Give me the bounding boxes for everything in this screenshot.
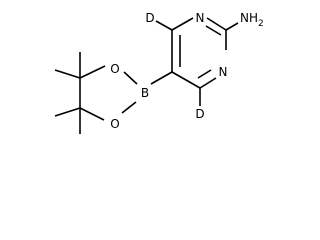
bond-c4-d <box>155 20 173 31</box>
bond-c2-nh2 <box>225 22 239 31</box>
bond-n1-c6 <box>199 77 217 89</box>
bond-o1-c1 <box>79 65 106 79</box>
atom-o-bottom: O <box>110 117 119 131</box>
atom-d-top: D <box>145 11 154 25</box>
atom-n1: N <box>219 65 228 79</box>
atom-o-top: O <box>110 62 119 76</box>
chemical-structure: N N D D B O O NH2 <box>54 11 264 134</box>
bond-c6-c5 <box>171 71 201 89</box>
atom-n3: N <box>196 11 205 25</box>
bond-n1-c6-double <box>197 69 212 79</box>
bond-o2-b <box>121 101 137 114</box>
bond-c5-b <box>150 71 173 85</box>
atom-nh2-main: NH <box>240 11 258 25</box>
atom-nh2-subscript: 2 <box>258 19 264 29</box>
atom-nh2: NH2 <box>240 11 264 29</box>
bond-c2-methyl-left <box>54 107 81 117</box>
bond-n3-c2-double <box>205 25 222 36</box>
bond-c4-n3 <box>171 17 194 31</box>
bond-n3-c2 <box>206 17 227 31</box>
bond-c1-methyl-left <box>54 69 81 79</box>
bond-b-o1 <box>123 71 138 85</box>
atom-b: B <box>141 86 149 100</box>
atom-d-bottom: D <box>195 107 204 121</box>
bond-c2-o2 <box>79 107 105 121</box>
atom-labels: N N D D B O O NH2 <box>110 11 263 131</box>
bonds <box>54 17 239 134</box>
